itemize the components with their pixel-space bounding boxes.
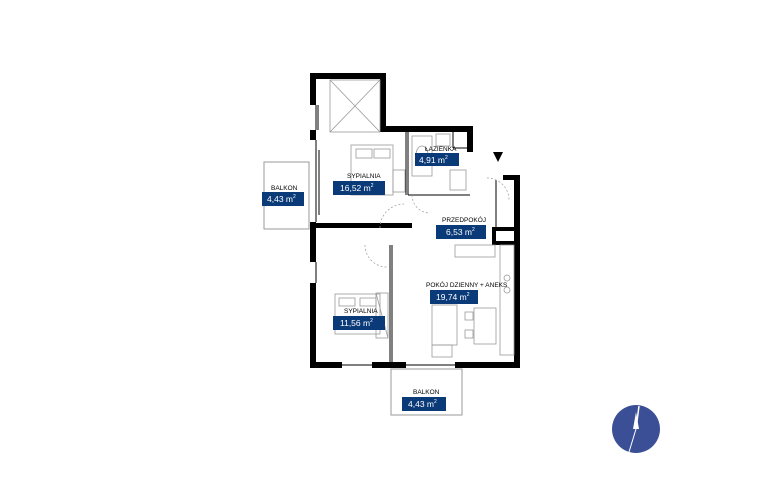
area-badge [262, 192, 304, 206]
room-area: 6,53 m [446, 227, 472, 237]
room-label-sypialnia-1: SYPIALNIA 16,52 m2 [333, 173, 385, 195]
svg-text:4,43 m2: 4,43 m2 [408, 399, 437, 409]
room-label-lazienka: ŁAZIENKA 4,91 m2 [415, 146, 459, 166]
area-unit-sup: 2 [434, 399, 437, 405]
area-badge [333, 181, 385, 195]
svg-text:11,56 m2: 11,56 m2 [340, 318, 373, 328]
door-swings [364, 177, 510, 268]
area-badge [415, 153, 459, 166]
svg-text:19,74 m2: 19,74 m2 [436, 292, 470, 302]
room-label-przedpokoj: PRZEDPOKÓJ 6,53 m2 [436, 215, 486, 239]
room-name: SYPIALNIA [347, 173, 381, 180]
room-area: 19,74 m [436, 292, 467, 302]
room-label-sypialnia-2: SYPIALNIA 11,56 m2 [333, 308, 385, 330]
room-label-pokoj-dzienny: POKÓJ DZIENNY + ANEKS 19,74 m2 [426, 280, 508, 304]
svg-text:6,53 m2: 6,53 m2 [446, 227, 475, 237]
room-area: 4,43 m [408, 399, 434, 409]
room-label-balkon-1: BALKON 4,43 m2 [262, 185, 304, 206]
area-unit-sup: 2 [467, 292, 470, 298]
furniture [329, 79, 515, 358]
area-unit-sup: 2 [472, 227, 475, 233]
svg-text:4,91 m2: 4,91 m2 [419, 155, 448, 165]
room-name: BALKON [271, 185, 298, 192]
area-unit-sup: 2 [371, 183, 374, 189]
area-badge [430, 290, 478, 304]
room-name: POKÓJ DZIENNY + ANEKS [426, 280, 508, 289]
area-badge [436, 225, 486, 239]
area-unit-sup: 2 [445, 155, 448, 161]
svg-text:4,43 m2: 4,43 m2 [267, 194, 296, 204]
room-area: 4,91 m [419, 155, 445, 165]
area-unit-sup: 2 [370, 318, 373, 324]
area-badge [402, 397, 446, 411]
area-unit-sup: 2 [293, 194, 296, 200]
outer-walls [310, 73, 520, 368]
room-name: BALKON [413, 389, 440, 396]
room-label-balkon-2: BALKON 4,43 m2 [402, 389, 446, 411]
room-name: ŁAZIENKA [425, 146, 457, 153]
room-area: 16,52 m [340, 183, 371, 193]
room-name: PRZEDPOKÓJ [442, 215, 486, 224]
interior-lines [315, 105, 497, 366]
room-name: SYPIALNIA [344, 308, 378, 315]
room-area: 4,43 m [267, 194, 293, 204]
area-badge [333, 316, 385, 330]
svg-text:16,52 m2: 16,52 m2 [340, 183, 374, 193]
entrance-arrow-icon [493, 152, 503, 162]
room-area: 11,56 m [340, 318, 370, 328]
compass-icon [612, 405, 660, 453]
